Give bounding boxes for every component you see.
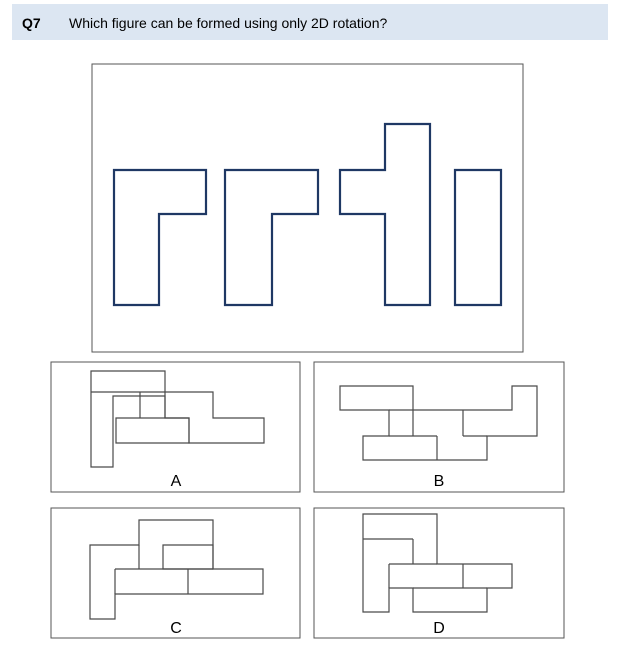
piece-bar [453,168,503,307]
question-number: Q7 [22,15,41,31]
pieces-frame [91,63,524,353]
piece-l-shape-1 [112,168,208,307]
option-c-label: C [170,620,182,637]
question-text: Which figure can be formed using only 2D… [69,15,388,31]
question-header: Q7 Which figure can be formed using only… [12,4,608,40]
option-b-frame[interactable] [313,361,565,493]
pieces-panel [91,63,524,353]
option-d-label: D [433,620,445,637]
option-c-frame[interactable] [50,507,301,639]
option-b[interactable]: B [313,361,565,493]
option-b-label: B [434,473,445,490]
option-d-frame[interactable] [313,507,565,639]
option-a[interactable]: A [50,361,301,493]
piece-l-shape-2 [223,168,320,307]
option-a-label: A [171,473,182,490]
option-a-frame[interactable] [50,361,301,493]
option-d[interactable]: D [313,507,565,639]
piece-s-shape [338,122,432,307]
option-c[interactable]: C [50,507,301,639]
